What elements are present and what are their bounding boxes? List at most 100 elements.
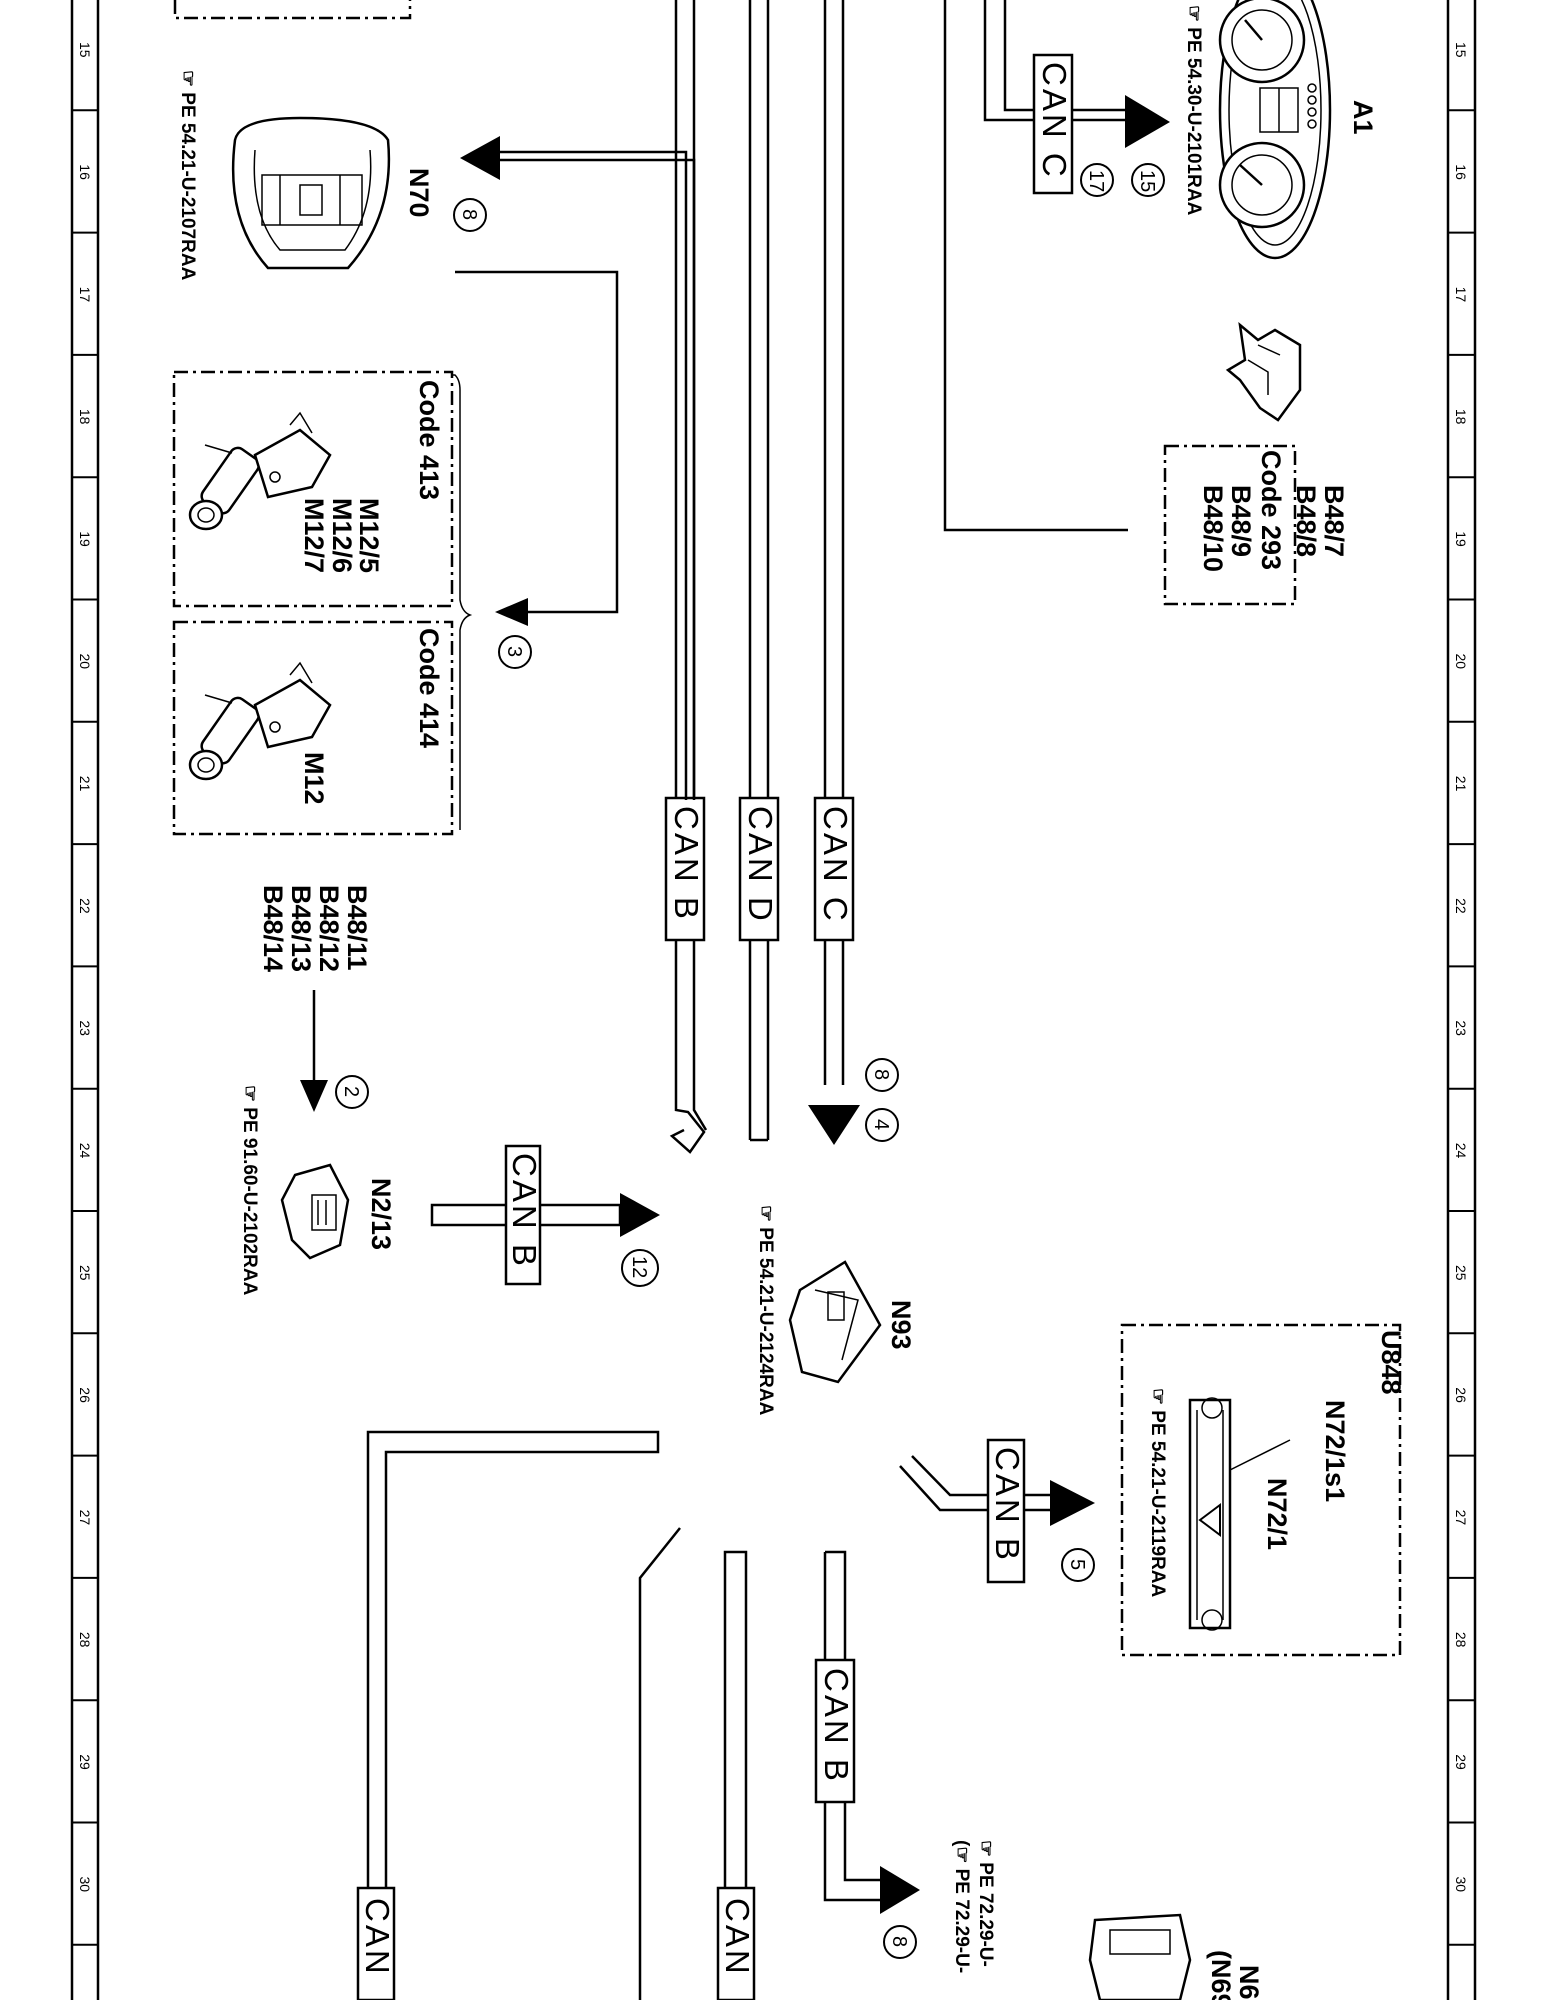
code-293-box: [1163, 444, 1297, 606]
window-motor-code-414: [188, 661, 332, 781]
can-d-mid-label: CAN D: [738, 796, 780, 942]
grid-number-left: 16: [77, 164, 93, 180]
can-d-track: [748, 0, 770, 1142]
svg-text:4: 4: [870, 1119, 892, 1130]
n2-13-ref: ☞ PE 91.60-U-2102RAA: [239, 1085, 260, 1296]
svg-text:M12/5: M12/5: [354, 498, 384, 573]
n69-label-1: N69/: [1234, 1965, 1264, 2000]
grid-number-right: 16: [1453, 164, 1469, 180]
code-413-box: [172, 370, 454, 608]
svg-text:CAN B: CAN B: [818, 1668, 855, 1784]
code-414-item: M12: [299, 752, 329, 805]
grid-number-right: 18: [1453, 409, 1469, 425]
grid-number-left: 27: [77, 1510, 93, 1526]
grid-number-right: 28: [1453, 1632, 1469, 1648]
svg-text:B48/7: B48/7: [1319, 485, 1349, 557]
svg-text:B48/14: B48/14: [258, 885, 288, 972]
grid-number-left: 25: [77, 1265, 93, 1281]
code-293-sensor: [1225, 321, 1302, 422]
a1-label: A1: [1348, 100, 1378, 135]
svg-text:8: 8: [870, 1069, 892, 1080]
can-bottom-left-label: CAN: [356, 1886, 396, 2000]
svg-text:15: 15: [1136, 170, 1158, 192]
svg-text:8: 8: [888, 1936, 910, 1947]
grid-number-right: 30: [1453, 1877, 1469, 1893]
grid-number-left: 29: [77, 1754, 93, 1770]
code-bracket: [452, 374, 473, 830]
can-c-mid-label: CAN C: [813, 796, 855, 942]
svg-text:B48/8: B48/8: [1291, 485, 1321, 557]
grid-number-right: 23: [1453, 1020, 1469, 1036]
svg-text:CAN B: CAN B: [668, 806, 705, 922]
svg-text:CAN C: CAN C: [1036, 62, 1073, 180]
svg-text:17: 17: [1085, 170, 1107, 192]
circle-2: 2: [335, 1075, 369, 1109]
grid-number-right: 25: [1453, 1265, 1469, 1281]
grid-number-left: 21: [77, 776, 93, 792]
n72-1-label: N72/1: [1262, 1478, 1292, 1550]
bottom-arrow: [880, 1866, 920, 1914]
svg-text:CAN: CAN: [359, 1898, 396, 1977]
svg-text:CAN C: CAN C: [817, 806, 854, 924]
can-c-arrow: [808, 1105, 860, 1145]
can-b-n213-label: CAN B: [504, 1144, 543, 1286]
hazard-switch: [1188, 1397, 1232, 1631]
b48-group-items: B48/11 B48/12 B48/13 B48/14: [258, 885, 372, 972]
circle-8-bottom: 8: [883, 1925, 917, 1959]
grid-strip-left: [70, 0, 100, 2000]
grid-number-right: 22: [1453, 898, 1469, 914]
bottom-left-track: [366, 1430, 660, 2000]
svg-text:B48/9: B48/9: [1226, 485, 1256, 557]
grid-number-right: 24: [1453, 1143, 1469, 1159]
grid-number-right: 27: [1453, 1510, 1469, 1526]
bottom-mid-track: [723, 1550, 748, 2000]
circle-12: 12: [621, 1249, 659, 1287]
n69-ref-1: ☞ PE 72.29-U-: [975, 1840, 996, 1967]
n70-control-panel: [231, 116, 391, 270]
svg-text:B48/11: B48/11: [342, 885, 372, 971]
grid-number-right: 29: [1453, 1754, 1469, 1770]
grid-number-left: 30: [77, 1877, 93, 1893]
code-413-items: M12/5 M12/6 M12/7: [299, 498, 384, 573]
grid-number-left: 23: [77, 1020, 93, 1036]
svg-text:CAN B: CAN B: [506, 1153, 543, 1269]
svg-text:3: 3: [503, 646, 525, 657]
grid-number-left: 24: [77, 1143, 93, 1159]
svg-text:12: 12: [628, 1256, 650, 1278]
grid-number-left: 15: [77, 42, 93, 58]
svg-text:B48/13: B48/13: [286, 885, 316, 972]
upper-module-boundary: [173, 0, 412, 20]
n70-label: N70: [404, 168, 434, 218]
bottom-diagonal-track: [638, 1527, 681, 2000]
svg-text:M12/7: M12/7: [299, 498, 329, 573]
circle-8-n70: 8: [453, 198, 487, 232]
circle-4: 4: [865, 1108, 899, 1142]
circle-8-can: 8: [865, 1058, 899, 1092]
n93-module: [788, 1260, 882, 1384]
grid-number-left: 22: [77, 898, 93, 914]
code-293-items: B48/7 B48/8 B48/9 B48/10: [1198, 485, 1349, 572]
svg-text:CAN B: CAN B: [989, 1447, 1026, 1563]
can-b-bottom-label: CAN B: [814, 1658, 856, 1804]
u848-ref: ☞ PE 54.21-U-2119RAA: [1147, 1388, 1168, 1598]
grid-number-right: 20: [1453, 654, 1469, 670]
code-414-box: [172, 620, 454, 836]
a1-instrument-cluster: CAN C: [943, 0, 1332, 532]
n69-ref-2: (☞ PE 72.29-U-: [951, 1840, 972, 1973]
code-413-414-arrow: [495, 598, 528, 626]
svg-text:B48/10: B48/10: [1198, 485, 1228, 572]
can-b-mid-label: CAN B: [664, 796, 706, 942]
n70-ref: ☞ PE 54.21-U-2107RAA: [177, 70, 198, 281]
can-bottom-mid-label: CAN: [716, 1886, 756, 2000]
grid-number-left: 28: [77, 1632, 93, 1648]
grid-number-left: 20: [77, 654, 93, 670]
svg-text:2: 2: [340, 1086, 362, 1097]
grid-strip-right: [1446, 0, 1477, 2000]
n93-label: N93: [886, 1300, 916, 1350]
can-b-u848-label: CAN B: [986, 1438, 1026, 1584]
window-motor-code-413: [188, 411, 332, 531]
a1-ref: ☞ PE 54.30-U-2101RAA: [1183, 5, 1204, 216]
code-414-label: Code 414: [414, 628, 444, 748]
u848-label: U848: [1376, 1330, 1406, 1395]
circle-3: 3: [498, 635, 532, 669]
